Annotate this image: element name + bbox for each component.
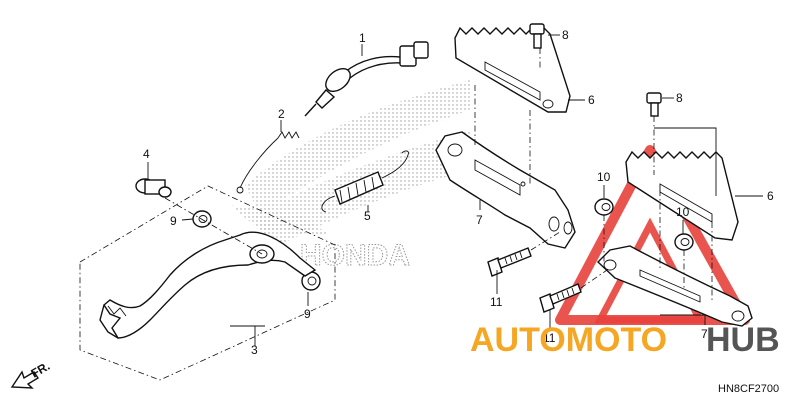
callout-6-right: 6 [767, 189, 774, 203]
callout-5: 5 [364, 209, 371, 223]
callout-6-upper: 6 [588, 93, 595, 107]
front-arrow-icon [10, 370, 39, 389]
callout-10-left: 10 [597, 170, 611, 184]
part-5-return-spring [321, 150, 409, 213]
callout-7-left: 7 [476, 213, 483, 227]
diagram-code: HN8CF2700 [718, 383, 779, 395]
part-4-pivot-bolt [135, 178, 172, 198]
callout-4: 4 [143, 147, 150, 161]
part-7-bracket-left [435, 131, 576, 249]
part-2-spring [236, 131, 300, 194]
callout-11-left: 11 [490, 295, 503, 309]
watermark-text: AUTOMOTO HUB [470, 321, 780, 359]
part-10-collar-right [674, 233, 694, 251]
part-3-brake-pedal [99, 231, 317, 339]
part-11-bolt-right [539, 283, 582, 313]
background-logo-text: HONDA [300, 239, 410, 272]
callout-9-lower: 9 [304, 307, 311, 321]
assembly-outlines [79, 48, 713, 381]
part-10-collar-left [594, 198, 614, 216]
callout-numbers: 1 2 3 4 5 6 6 7 7 8 8 9 9 10 10 11 11 [143, 28, 774, 357]
callout-1: 1 [359, 31, 366, 45]
callout-3: 3 [251, 343, 258, 357]
front-direction-indicator: FR. [10, 359, 52, 389]
callout-8-right: 8 [676, 91, 683, 105]
watermark-part1: AUTOMOTO [470, 321, 667, 359]
leader-lines [147, 34, 763, 346]
part-8-bolt-right [646, 92, 662, 117]
part-8-bolt-upper [529, 23, 545, 49]
callout-8-upper: 8 [562, 28, 569, 42]
watermark-part2: HUB [706, 321, 780, 359]
part-6-footpeg-upper [454, 26, 571, 113]
callout-7-right: 7 [701, 327, 708, 341]
callout-9-upper: 9 [170, 214, 177, 228]
callout-2: 2 [278, 107, 285, 121]
part-11-bolt-left [487, 247, 532, 277]
callout-10-right: 10 [676, 205, 690, 219]
part-1-brake-switch [304, 41, 429, 117]
part-6-footpeg-right [625, 150, 739, 241]
callout-11-right: 11 [543, 331, 556, 345]
part-7-bracket-right [596, 245, 753, 327]
